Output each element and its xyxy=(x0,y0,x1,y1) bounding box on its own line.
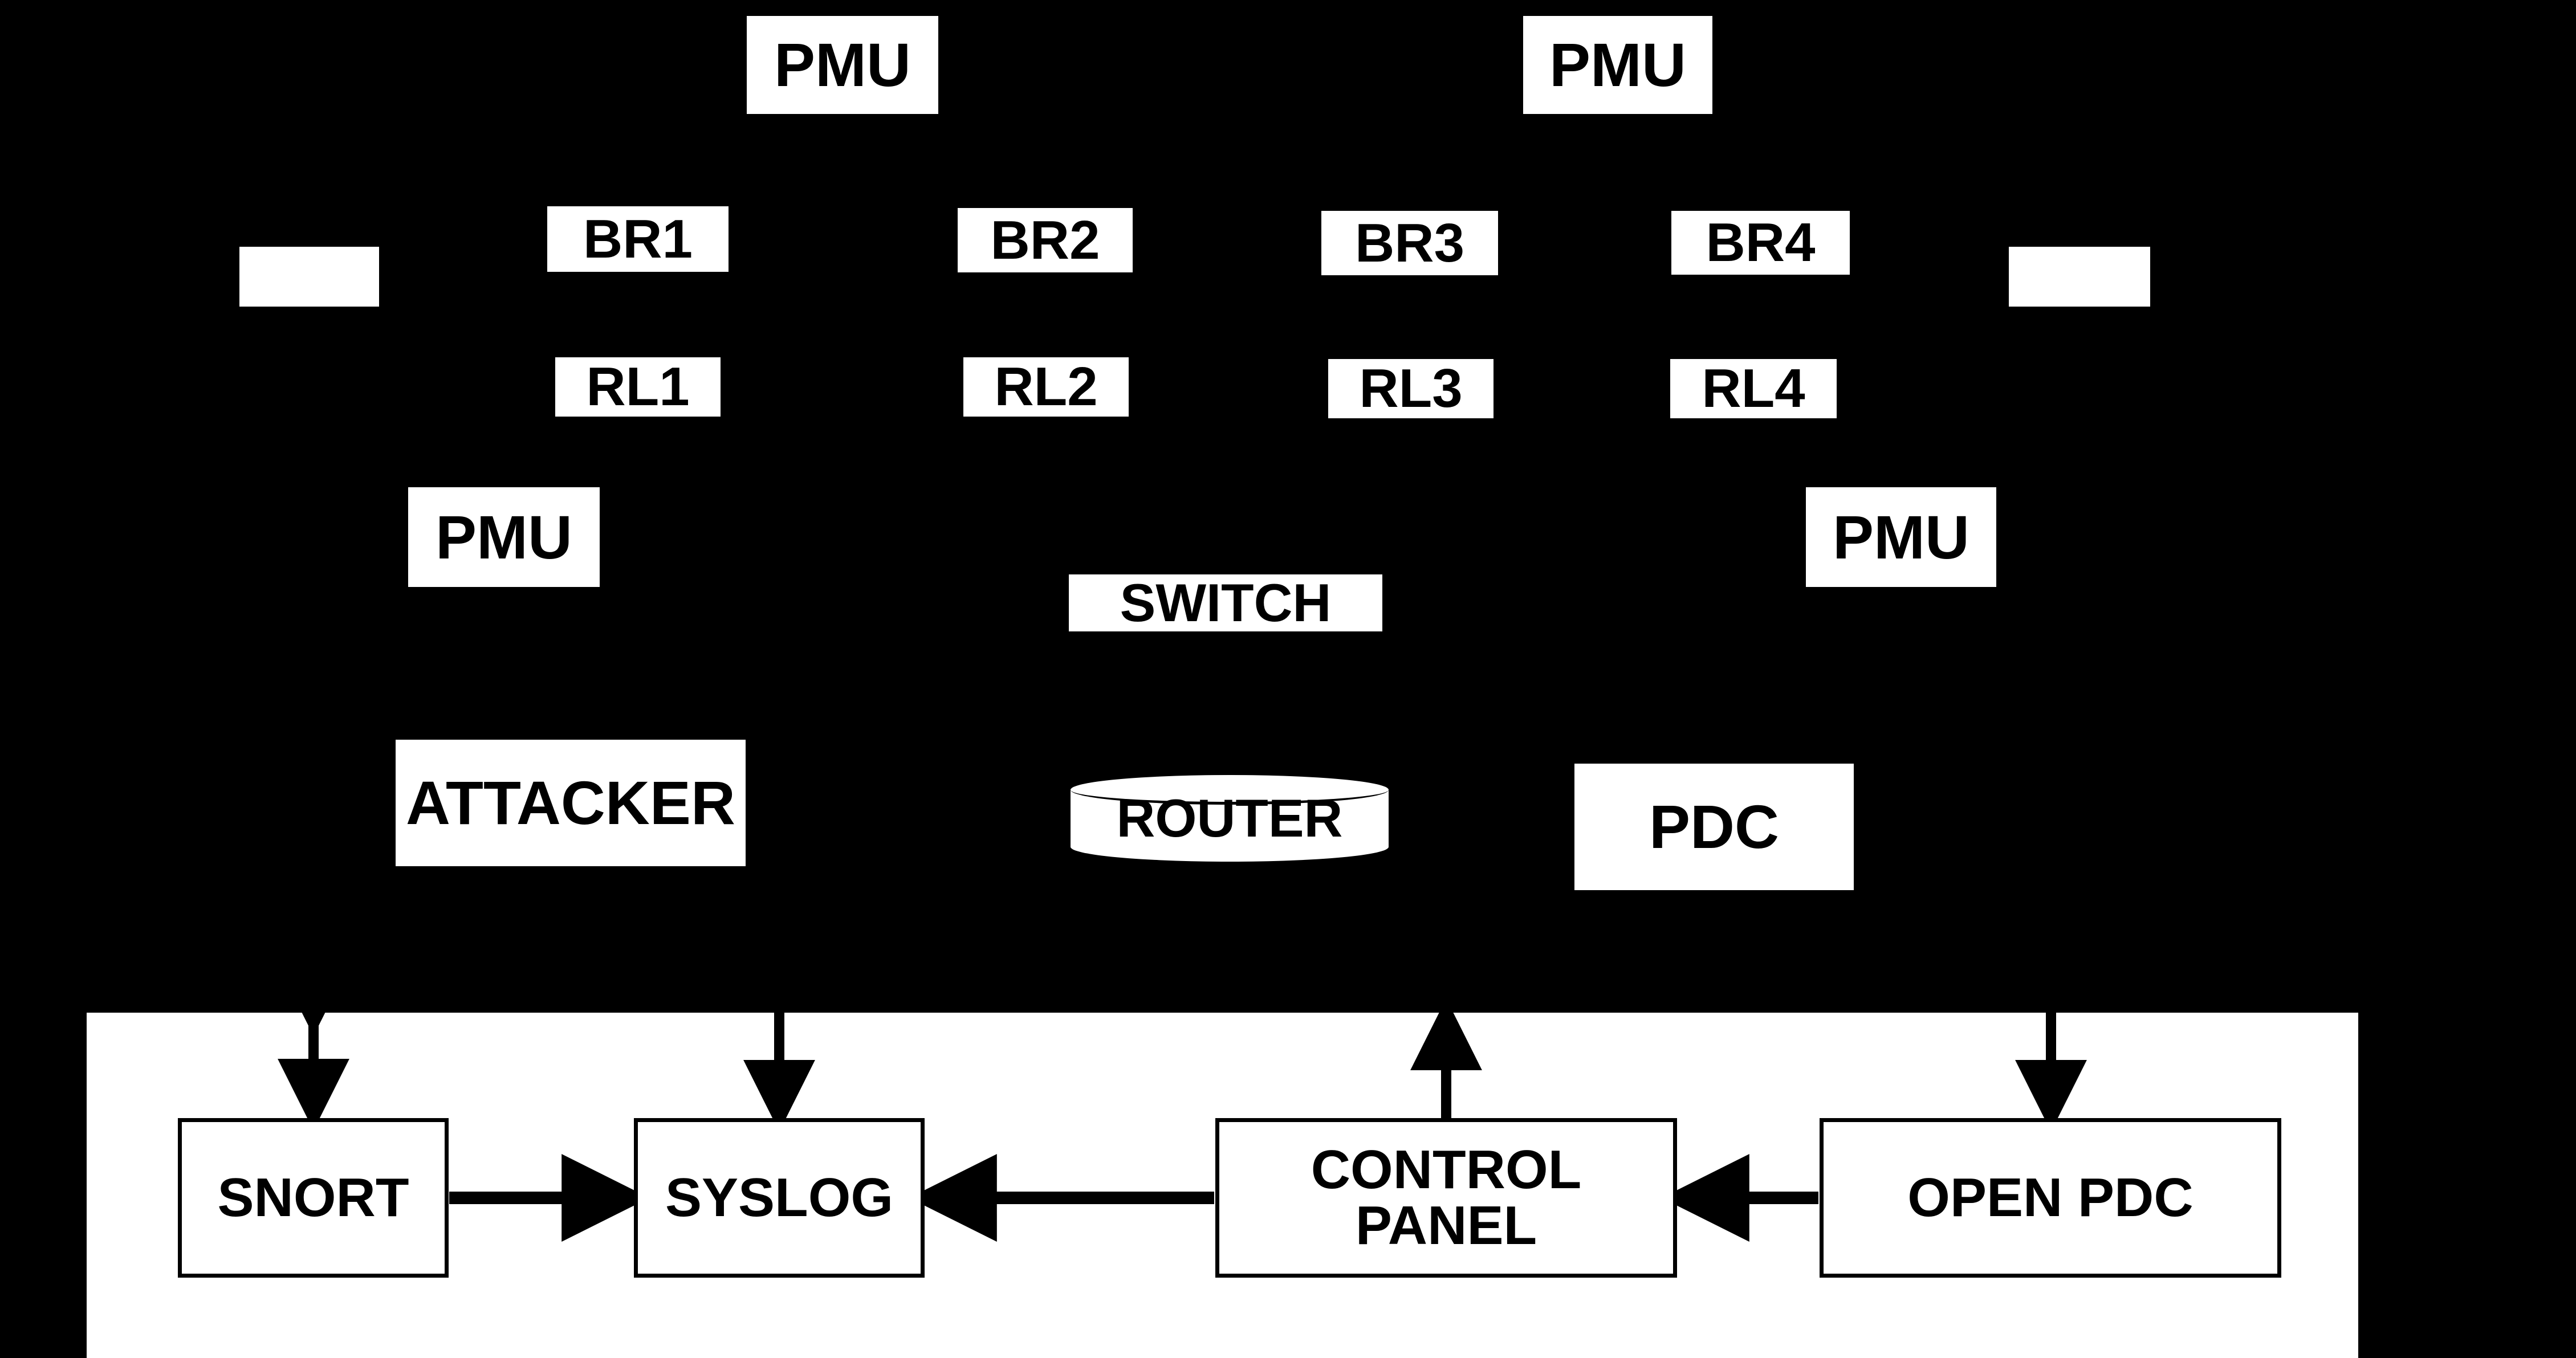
switch-node[interactable]: SWITCH xyxy=(1069,574,1382,631)
pmu-top-left-node[interactable]: PMU xyxy=(747,16,938,114)
syslog-label-line-1: SYSLOG xyxy=(665,1167,894,1229)
pmu-mid-left-node[interactable]: PMU xyxy=(408,487,600,587)
router-node[interactable]: ROUTER xyxy=(1071,775,1389,862)
rl1-label: RL1 xyxy=(586,356,690,417)
snort-label: SNORT xyxy=(182,1170,445,1226)
rl3-node[interactable]: RL3 xyxy=(1328,359,1493,418)
cylinder-top-ellipse xyxy=(1071,775,1389,805)
syslog-label: SYSLOG xyxy=(638,1170,921,1226)
br1-node[interactable]: BR1 xyxy=(547,206,729,272)
control-panel-label-line-1: CONTROL xyxy=(1311,1139,1582,1201)
br2-node[interactable]: BR2 xyxy=(958,208,1133,272)
open-pdc-label-line-1: OPEN PDC xyxy=(1907,1167,2194,1229)
blank-left-node[interactable] xyxy=(239,247,379,307)
router-label: ROUTER xyxy=(1116,788,1343,848)
switch-label: SWITCH xyxy=(1120,573,1332,633)
pmu-mid-right-label: PMU xyxy=(1833,502,1969,572)
attacker-node[interactable]: ATTACKER xyxy=(396,740,746,866)
snort-label-line-1: SNORT xyxy=(217,1167,409,1229)
pdc-node[interactable]: PDC xyxy=(1574,764,1854,890)
pmu-top-right-node[interactable]: PMU xyxy=(1523,16,1712,114)
open-pdc-box[interactable]: OPEN PDC xyxy=(1820,1118,2281,1278)
rl2-label: RL2 xyxy=(994,356,1098,417)
snort-box[interactable]: SNORT xyxy=(178,1118,449,1278)
pmu-top-right-label: PMU xyxy=(1549,30,1686,99)
pmu-mid-right-node[interactable]: PMU xyxy=(1806,487,1996,587)
br3-node[interactable]: BR3 xyxy=(1321,211,1498,275)
cylinder-bottom-ellipse xyxy=(1071,832,1389,862)
pmu-top-left-label: PMU xyxy=(774,30,911,99)
rl2-node[interactable]: RL2 xyxy=(963,357,1129,417)
control-panel-label-line-2: PANEL xyxy=(1355,1195,1537,1256)
open-pdc-label: OPEN PDC xyxy=(1824,1170,2277,1226)
rl3-label: RL3 xyxy=(1359,358,1463,419)
rl4-label: RL4 xyxy=(1702,358,1805,419)
rl4-node[interactable]: RL4 xyxy=(1670,359,1837,418)
rl1-node[interactable]: RL1 xyxy=(555,357,721,417)
br4-label: BR4 xyxy=(1706,212,1816,273)
br2-label: BR2 xyxy=(990,209,1100,271)
pdc-label: PDC xyxy=(1649,792,1780,861)
pmu-mid-left-label: PMU xyxy=(436,502,572,572)
br1-label: BR1 xyxy=(583,208,693,270)
blank-right-node[interactable] xyxy=(2009,247,2150,307)
br3-label: BR3 xyxy=(1354,212,1465,274)
br4-node[interactable]: BR4 xyxy=(1671,211,1850,275)
attacker-label: ATTACKER xyxy=(406,768,735,837)
syslog-box[interactable]: SYSLOG xyxy=(634,1118,925,1278)
